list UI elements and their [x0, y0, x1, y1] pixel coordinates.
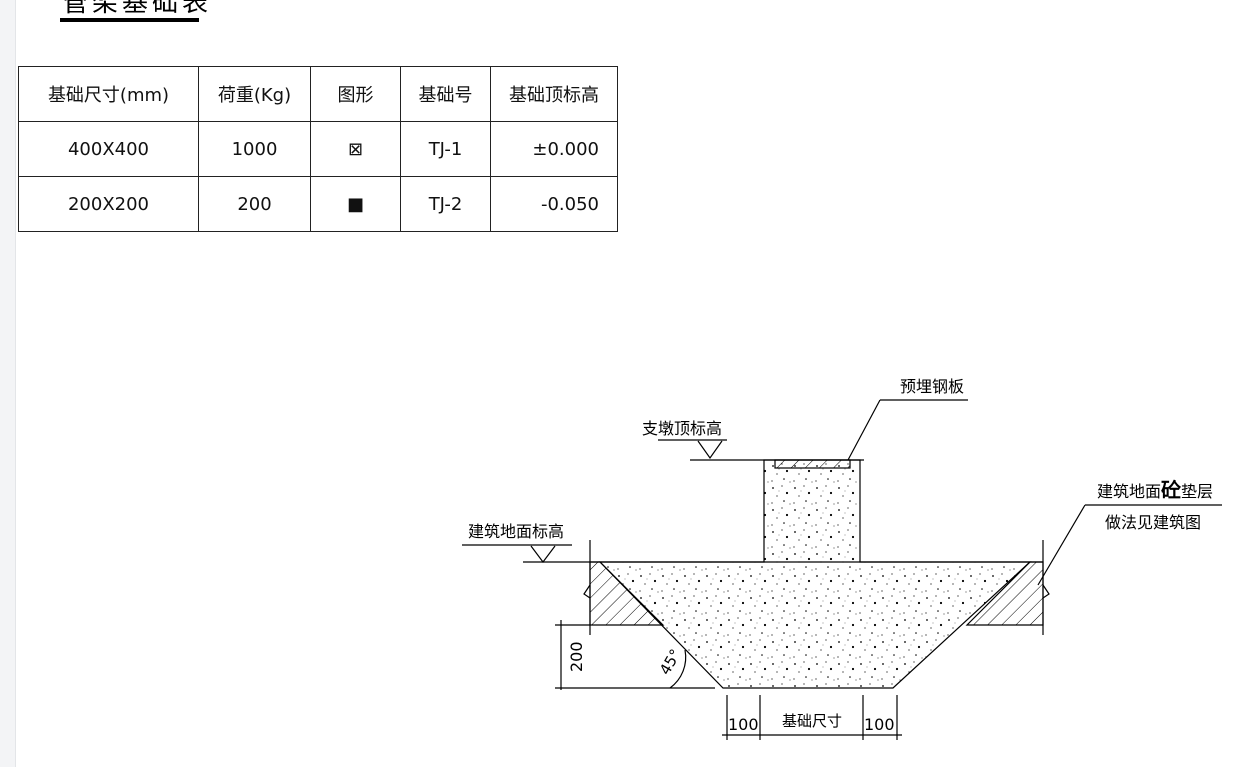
cell-number: TJ-1: [400, 121, 491, 177]
cell-number: TJ-2: [400, 176, 491, 232]
label-ground-elevation: 建筑地面标高: [468, 522, 564, 541]
title-underline: [60, 18, 199, 22]
header-load: 荷重(Kg): [198, 66, 311, 122]
dim-center: 基础尺寸: [782, 712, 842, 730]
label-cushion: 建筑地面砼垫层: [1097, 478, 1213, 502]
dim-left: 100: [728, 715, 759, 734]
header-size: 基础尺寸(mm): [18, 66, 199, 122]
cell-shape: ■: [310, 176, 401, 232]
table-row: 200X200 200 ■ TJ-2 -0.050: [18, 176, 618, 232]
table-row: 400X400 1000 ⊠ TJ-1 ±0.000: [18, 121, 618, 177]
label-cushion-note: 做法见建筑图: [1105, 513, 1201, 532]
cell-elevation: -0.050: [490, 176, 618, 232]
table-title: 管架基础表: [62, 0, 213, 18]
label-embedded-plate: 预埋钢板: [900, 377, 964, 396]
foundation-table: 基础尺寸(mm) 荷重(Kg) 图形 基础号 基础顶标高 400X400 100…: [18, 66, 618, 232]
cell-load: 200: [198, 176, 311, 232]
cell-size: 400X400: [18, 121, 199, 177]
embedded-steel-plate: [774, 459, 851, 469]
label-pier-top-elevation: 支墩顶标高: [642, 419, 722, 438]
dim-height: 200: [567, 641, 586, 672]
left-panel-strip: [0, 0, 16, 767]
angle-label: 45°: [656, 646, 685, 678]
cell-size: 200X200: [18, 176, 199, 232]
dim-right: 100: [864, 715, 895, 734]
cell-elevation: ±0.000: [490, 121, 618, 177]
